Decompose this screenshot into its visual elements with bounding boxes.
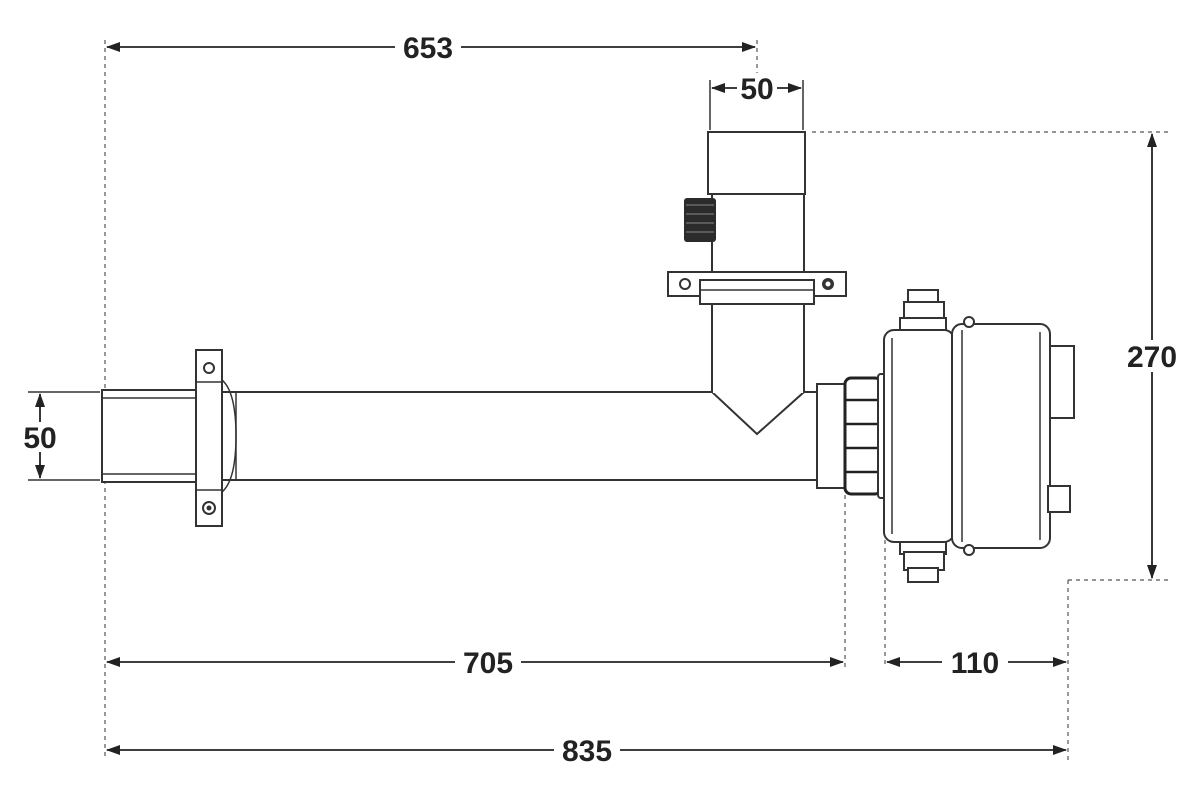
bolt-icon — [963, 316, 975, 328]
dimension-label-50-top: 50 — [740, 73, 773, 106]
dimension-50-top: 50 — [711, 73, 802, 106]
dimension-653: 653 — [106, 32, 756, 65]
left-pipe-clamp — [195, 349, 237, 527]
dimension-110: 110 — [886, 647, 1067, 680]
dimension-label-50-left: 50 — [23, 422, 56, 455]
valve-knob-icon — [684, 198, 716, 242]
vertical-riser — [667, 131, 847, 436]
dimension-label-270: 270 — [1127, 341, 1177, 374]
dimension-705: 705 — [106, 647, 844, 680]
dimension-label-110: 110 — [951, 647, 999, 680]
bolt-icon — [203, 362, 215, 374]
dimension-label-705: 705 — [463, 647, 513, 680]
bolt-icon — [963, 544, 975, 556]
dimension-270: 270 — [1122, 133, 1184, 579]
dimension-label-835: 835 — [562, 735, 612, 768]
pump-housing — [883, 289, 1075, 583]
dimension-835: 835 — [106, 735, 1067, 768]
dimension-label-653: 653 — [403, 32, 453, 65]
bolt-icon — [679, 278, 691, 290]
dimension-50-left: 50 — [20, 393, 62, 479]
coupling-nut — [816, 373, 889, 499]
